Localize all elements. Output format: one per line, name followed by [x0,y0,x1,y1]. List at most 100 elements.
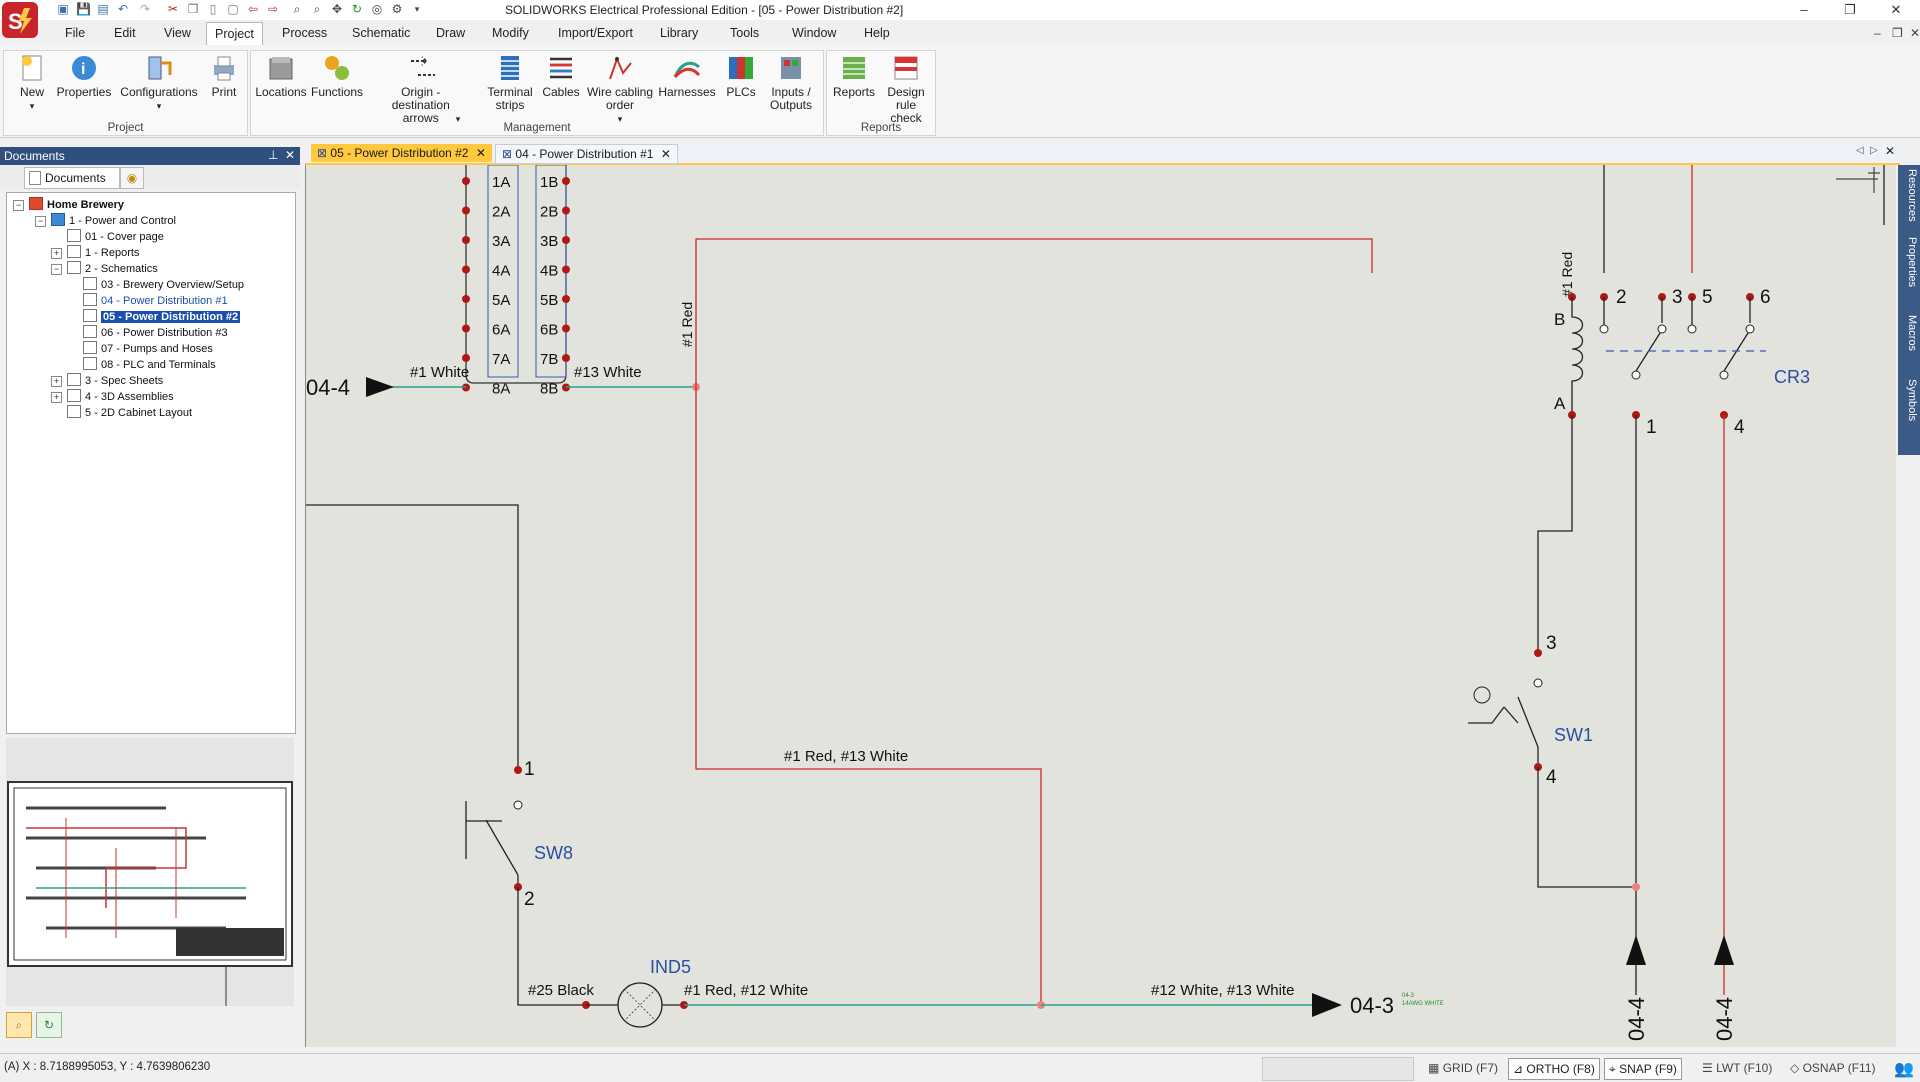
terminal-left-dot[interactable] [462,266,470,274]
undo-icon[interactable]: ↶ [116,2,130,16]
collapse-icon[interactable]: − [51,264,62,275]
terminal-left-dot[interactable] [462,325,470,333]
menu-project[interactable]: Project [206,22,263,45]
menu-window[interactable]: Window [784,22,844,44]
tab-close-icon[interactable]: ✕ [661,147,671,161]
sw1-switch-symbol[interactable] [1468,679,1542,763]
doc-minimize-icon[interactable]: – [1874,26,1881,40]
binoculars-icon[interactable]: ◎ [370,2,384,16]
design-rule-check-button[interactable]: Design rule check [879,53,933,125]
minimize-button[interactable]: – [1782,0,1826,20]
wire-cabling-order-button[interactable]: Wire cabling order▾ [585,53,655,126]
tab-scroll-left-icon[interactable]: ◁ [1856,145,1864,156]
users-icon[interactable]: 👥 [1894,1059,1914,1079]
cr3-coil-symbol[interactable] [1568,293,1583,419]
doc-close-icon[interactable]: ✕ [1910,26,1920,40]
tree-item[interactable]: 07 - Pumps and Hoses [83,341,213,356]
settings-icon[interactable]: ⚙ [390,2,404,16]
ortho-toggle[interactable]: ⊿ ORTHO (F8) [1508,1058,1600,1080]
duplicate-icon[interactable]: ▢ [226,2,240,16]
documents-tab[interactable]: Documents [24,167,120,189]
terminal-right-dot[interactable] [562,236,570,244]
tree-item[interactable]: 04 - Power Distribution #1 [83,293,228,308]
library-tab-icon[interactable]: ◉ [120,167,144,189]
ind5-indicator-symbol[interactable] [586,983,682,1027]
schematic-canvas[interactable]: 1A1B2A2B3A3B4A4B5A5B6A6B7A7B8A8B 04-4 #1… [305,165,1896,1047]
origin-arrow-left[interactable] [366,377,394,397]
close-button[interactable]: ✕ [1874,0,1918,20]
menu-import-export[interactable]: Import/Export [550,22,641,44]
tree-item[interactable]: 5 - 2D Cabinet Layout [67,405,192,420]
tree-item[interactable]: 3 - Spec Sheets [67,373,163,388]
copy-icon[interactable]: ❐ [186,2,200,16]
pan-icon[interactable]: ✥ [330,2,344,16]
sheet-preview[interactable] [6,738,294,1006]
search-preview-icon[interactable]: ⌕ [6,1012,32,1038]
expand-icon[interactable]: + [51,392,62,403]
menu-schematic[interactable]: Schematic [344,22,418,44]
tab-scroll-right-icon[interactable]: ▷ [1870,145,1878,156]
menu-edit[interactable]: Edit [106,22,144,44]
app-logo[interactable]: S [0,0,40,40]
terminal-left-dot[interactable] [462,177,470,185]
tree-item[interactable]: 4 - 3D Assemblies [67,389,174,404]
wire-red-down[interactable] [696,387,1041,1005]
destination-arrow-bottom-2[interactable] [1714,935,1734,965]
locations-button[interactable]: Locations [255,53,307,99]
zoom-icon[interactable]: ⌕ [290,2,304,16]
terminal-left-dot[interactable] [462,236,470,244]
terminal-right-dot[interactable] [562,325,570,333]
macros-tab[interactable]: Macros [1900,315,1918,351]
tree-item[interactable]: 03 - Brewery Overview/Setup [83,277,244,292]
tree-item[interactable]: 06 - Power Distribution #3 [83,325,228,340]
menu-library[interactable]: Library [652,22,706,44]
cut-icon[interactable]: ✂ [166,2,180,16]
terminal-left-dot[interactable] [462,295,470,303]
sw8-switch-symbol[interactable] [466,801,522,887]
terminal-right-dot[interactable] [562,354,570,362]
terminal-right-dot[interactable] [562,177,570,185]
grid-toggle[interactable]: ▦ GRID (F7) [1424,1058,1502,1078]
tab-close-all-icon[interactable]: ✕ [1885,144,1895,158]
paste-icon[interactable]: ▯ [206,2,220,16]
open-icon[interactable]: ▤ [96,2,110,16]
tree-item[interactable]: 05 - Power Distribution #2 [83,309,240,324]
configurations-button[interactable]: Configurations▾ [116,53,202,113]
import-icon[interactable]: ⇦ [246,2,260,16]
menu-view[interactable]: View [156,22,199,44]
terminal-strips-button[interactable]: Terminal strips [483,53,537,112]
menu-tools[interactable]: Tools [722,22,767,44]
osnap-toggle[interactable]: ◇ OSNAP (F11) [1786,1058,1880,1078]
pin-icon[interactable]: ⊥ [268,148,278,162]
menu-process[interactable]: Process [274,22,335,44]
customize-arrow-icon[interactable]: ▾ [410,2,424,16]
menu-modify[interactable]: Modify [484,22,537,44]
maximize-button[interactable]: ❐ [1828,0,1872,20]
tree-item[interactable]: 01 - Cover page [67,229,164,244]
functions-button[interactable]: Functions [309,53,365,99]
schematic-drawing[interactable]: 1A1B2A2B3A3B4A4B5A5B6A6B7A7B8A8B 04-4 #1… [306,165,1896,1047]
destination-arrow-right[interactable] [1312,993,1342,1017]
properties-button[interactable]: i Properties [54,53,114,99]
save-icon[interactable]: 💾 [76,2,90,16]
tab-04-power-distribution-1[interactable]: ⊠ 04 - Power Distribution #1 ✕ [495,144,678,164]
terminal-left-dot[interactable] [462,207,470,215]
snap-toggle[interactable]: ⌖ SNAP (F9) [1604,1058,1682,1080]
zoom-window-icon[interactable]: ⌕ [310,2,324,16]
tree-item[interactable]: Home Brewery [29,197,124,212]
collapse-icon[interactable]: − [13,200,24,211]
wire-coil-to-sw1[interactable] [1538,415,1572,651]
tree-item[interactable]: 1 - Power and Control [51,213,176,228]
resources-tab[interactable]: Resources [1900,169,1918,222]
reports-button[interactable]: Reports [831,53,877,99]
expand-icon[interactable]: + [51,248,62,259]
wire-black-top[interactable] [306,505,518,770]
origin-destination-arrows-button[interactable]: Origin - destination arrows▾ [371,53,475,126]
menu-draw[interactable]: Draw [428,22,473,44]
harnesses-button[interactable]: Harnesses [657,53,717,99]
tree-item[interactable]: 1 - Reports [67,245,139,260]
terminal-right-dot[interactable] [562,266,570,274]
properties-tab[interactable]: Properties [1900,237,1918,287]
lwt-toggle[interactable]: ☰ LWT (F10) [1698,1058,1776,1078]
terminal-right-dot[interactable] [562,207,570,215]
